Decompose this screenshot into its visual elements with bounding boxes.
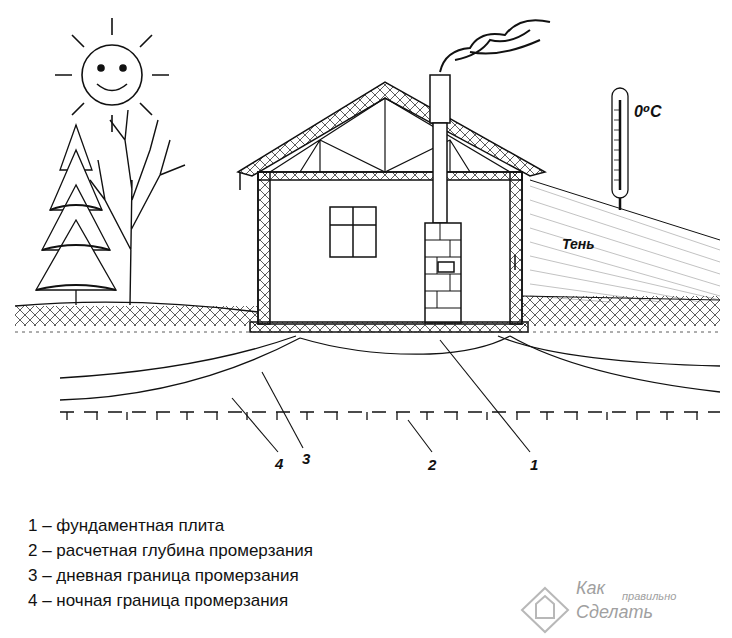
watermark-logo (522, 588, 568, 632)
spruce-tree (36, 125, 116, 305)
legend-line: 3 – дневная граница промерзания (28, 566, 299, 586)
ground-hatch (522, 296, 720, 326)
thermometer (612, 88, 628, 210)
callout-number: 4 (275, 455, 283, 472)
watermark: Как (576, 578, 605, 599)
legend-line: 2 – расчетная глубина промерзания (28, 541, 313, 561)
leader-lines (232, 340, 530, 452)
ground-hatch (15, 306, 258, 326)
temperature-label: 0⁰С (634, 103, 661, 121)
freezing-depth-line (60, 412, 720, 420)
callout-number: 1 (530, 456, 538, 473)
frost-lines (60, 336, 720, 400)
bare-tree (90, 110, 185, 305)
legend-line: 4 – ночная граница промерзания (28, 591, 288, 611)
watermark: правильно (622, 590, 676, 603)
watermark: Сделать (576, 602, 653, 623)
callout-number: 3 (302, 450, 310, 467)
shadow (530, 180, 720, 302)
legend-line: 1 – фундаментная плита (28, 516, 224, 536)
callout-number: 2 (428, 456, 436, 473)
smoke (440, 20, 550, 72)
foundation-slab (250, 322, 528, 332)
shadow-label: Тень (562, 236, 595, 252)
sun (55, 18, 169, 132)
house (238, 75, 545, 324)
